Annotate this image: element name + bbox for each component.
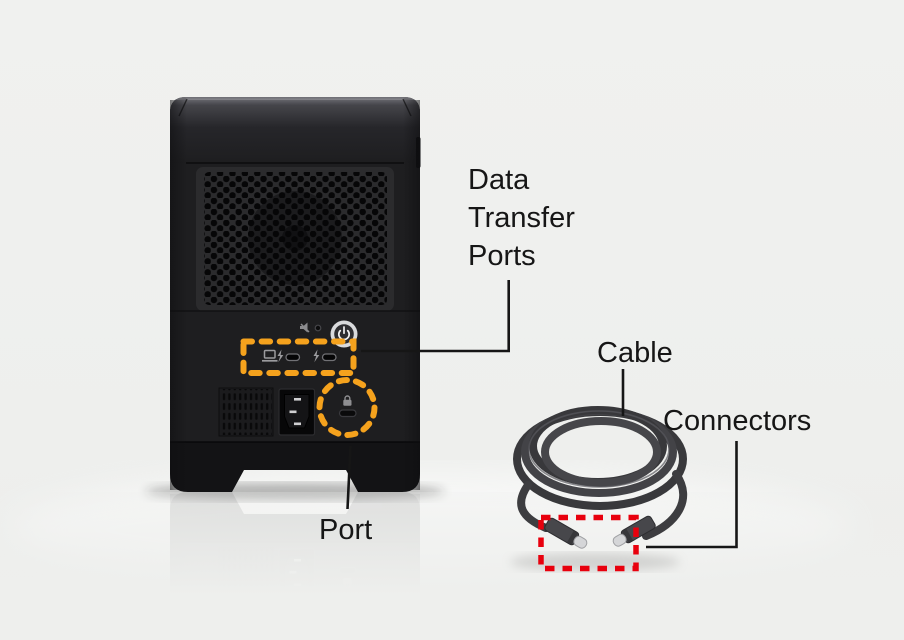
label-connectors: Connectors [663, 405, 812, 437]
ports-highlight-box [240, 338, 357, 376]
vent-holes [204, 172, 387, 305]
usb-c-connector-left [544, 517, 588, 549]
lightning-icon [313, 349, 320, 363]
storage-enclosure-rear [170, 97, 421, 492]
device-top-cap [170, 97, 420, 163]
mute-speaker-icon [300, 322, 310, 333]
left-edge-shade [170, 100, 187, 490]
leader-lines [346, 280, 738, 549]
reflection-fade [0, 492, 904, 640]
leader-line-port [346, 445, 352, 510]
leader-line-data-transfer-ports [361, 280, 511, 353]
cable-tail-right [642, 470, 688, 540]
lock-port-highlight-circle [316, 377, 378, 438]
power-inlet [278, 388, 316, 436]
padlock-icon [343, 395, 352, 406]
thunderbolt-port-1 [285, 353, 301, 362]
laptop-lightning-icon [262, 349, 284, 363]
label-cable: Cable [597, 337, 673, 369]
psu-vent-slots [220, 389, 272, 435]
thunderbolt-ports [262, 349, 337, 363]
right-edge-shade [403, 100, 420, 490]
leader-line-connectors [646, 441, 738, 549]
label-data-transfer-ports: Data Transfer Ports [468, 164, 575, 272]
cable-shadow [510, 553, 680, 571]
status-led [314, 324, 322, 332]
thunderbolt-port-2 [321, 353, 337, 362]
device-feet [170, 442, 420, 492]
kensington-slot [338, 409, 357, 418]
label-port: Port [319, 514, 373, 546]
security-lock-port [338, 395, 357, 418]
connectors-highlight-box [538, 514, 639, 572]
